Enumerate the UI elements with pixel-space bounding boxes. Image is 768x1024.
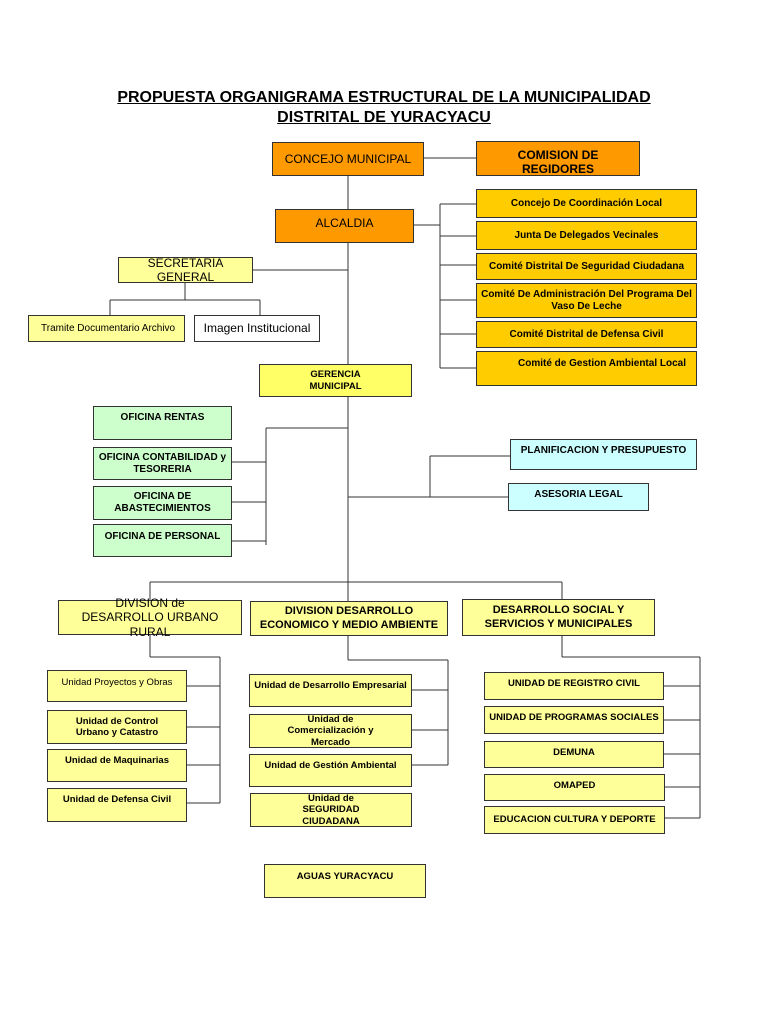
asesoria-legal-box: ASESORIA LEGAL	[508, 483, 649, 511]
page-title-line1: PROPUESTA ORGANIGRAMA ESTRUCTURAL DE LA …	[117, 89, 651, 106]
committee-box-1: Concejo De Coordinación Local	[476, 189, 697, 218]
unit-desarrollo-empresarial-box: Unidad de Desarrollo Empresarial	[249, 674, 412, 707]
planificacion-presupuesto-box: PLANIFICACION Y PRESUPUESTO	[510, 439, 697, 470]
unit-proyectos-obras-box: Unidad Proyectos y Obras	[47, 670, 187, 702]
division-urbano-rural-box: DIVISION de DESARROLLO URBANO RURAL	[58, 596, 242, 639]
aguas-yuracyacu-box: AGUAS YURACYACU	[264, 864, 426, 898]
tramite-documentario-box: Tramite Documentario Archivo	[28, 315, 185, 342]
oficina-rentas-box: OFICINA RENTAS	[93, 406, 232, 440]
unit-maquinarias-box: Unidad de Maquinarias	[47, 749, 187, 782]
gerencia-municipal-box: GERENCIA MUNICIPAL	[259, 364, 412, 397]
unit-demuna-box: DEMUNA	[484, 741, 664, 768]
secretaria-general-box: SECRETARIA GENERAL	[118, 256, 253, 284]
concejo-municipal-box: CONCEJO MUNICIPAL	[272, 142, 424, 176]
unit-gestion-ambiental-box: Unidad de Gestión Ambiental	[249, 754, 412, 787]
oficina-abastecimientos-box: OFICINA DE ABASTECIMIENTOS	[93, 486, 232, 520]
unit-seguridad-ciudadana-box: Unidad de SEGURIDAD CIUDADANA	[250, 793, 412, 827]
unit-comercializacion-box: Unidad de Comercialización y Mercado	[249, 714, 412, 748]
division-economico-box: DIVISION DESARROLLO ECONOMICO Y MEDIO AM…	[250, 601, 448, 636]
division-social-box: DESARROLLO SOCIAL Y SERVICIOS Y MUNICIPA…	[462, 599, 655, 636]
unit-programas-sociales-box: UNIDAD DE PROGRAMAS SOCIALES	[484, 706, 664, 734]
unit-defensa-civil-box: Unidad de Defensa Civil	[47, 788, 187, 822]
comision-regidores-box: COMISION DE REGIDORES	[476, 141, 640, 176]
committee-box-4: Comité De Administración Del Programa De…	[476, 283, 697, 318]
oficina-personal-box: OFICINA DE PERSONAL	[93, 524, 232, 557]
imagen-institucional-box: Imagen Institucional	[194, 315, 320, 342]
unit-omaped-box: OMAPED	[484, 774, 665, 801]
unit-educacion-cultura-box: EDUCACION CULTURA Y DEPORTE	[484, 806, 665, 834]
oficina-contabilidad-box: OFICINA CONTABILIDAD y TESORERIA	[93, 447, 232, 480]
alcaldia-box: ALCALDIA	[275, 209, 414, 243]
committee-box-3: Comité Distrital De Seguridad Ciudadana	[476, 253, 697, 280]
committee-box-6: Comité de Gestion Ambiental Local	[476, 351, 697, 386]
committee-box-2: Junta De Delegados Vecinales	[476, 221, 697, 250]
page-title-line2: DISTRITAL DE YURACYACU	[277, 109, 491, 126]
unit-registro-civil-box: UNIDAD DE REGISTRO CIVIL	[484, 672, 664, 700]
committee-box-5: Comité Distrital de Defensa Civil	[476, 321, 697, 348]
unit-control-urbano-box: Unidad de Control Urbano y Catastro	[47, 710, 187, 744]
